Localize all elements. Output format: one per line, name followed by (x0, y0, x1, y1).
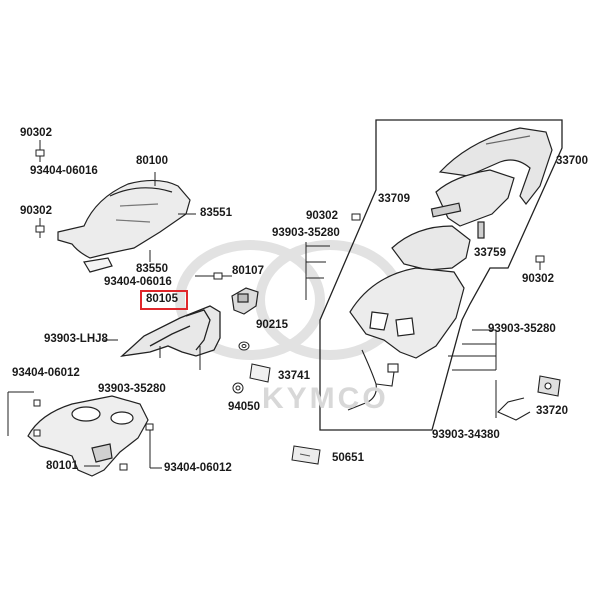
label-90302-d: 90302 (522, 273, 554, 285)
label-93404-06016-a: 93404-06016 (30, 165, 98, 177)
label-50651: 50651 (332, 452, 364, 464)
label-33700: 33700 (556, 155, 588, 167)
label-93903-34380: 93903-34380 (432, 429, 500, 441)
screw-90302-a (35, 140, 45, 162)
inner-cover-80101 (27, 395, 149, 477)
plate-33741 (249, 363, 271, 383)
highlight-80105 (140, 290, 188, 310)
label-83551: 83551 (200, 207, 232, 219)
label-93903-35280-c: 93903-35280 (98, 383, 166, 395)
label-83550: 83550 (136, 263, 168, 275)
screw-90302-c (351, 213, 361, 221)
rear-carrier-80105 (119, 305, 221, 357)
label-90302-c: 90302 (306, 210, 338, 222)
inner-panel-33759 (391, 221, 485, 271)
label-80107: 80107 (232, 265, 264, 277)
label-93404-06012-a: 93404-06012 (12, 367, 80, 379)
label-80100: 80100 (136, 155, 168, 167)
leader-80100 (149, 172, 216, 277)
screws-93903-35280-top (305, 242, 330, 300)
label-93903-35280-b: 93903-35280 (488, 323, 556, 335)
label-93903-35280-a: 93903-35280 (272, 227, 340, 239)
grommet-90215 (238, 341, 250, 351)
label-33741: 33741 (278, 370, 310, 382)
label-94050: 94050 (228, 401, 260, 413)
lower-cover (349, 267, 465, 359)
watermark-text: KYMCO (262, 382, 389, 415)
bracket-80107 (231, 287, 259, 315)
bolts-93404-06012-left (7, 391, 41, 437)
label-80101: 80101 (46, 460, 78, 472)
wire-harness (347, 349, 399, 411)
label-90215: 90215 (256, 319, 288, 331)
label-93404-06012-b: 93404-06012 (164, 462, 232, 474)
bolts-93404-06012-right (119, 423, 162, 471)
label-33759: 33759 (474, 247, 506, 259)
screws-93903-35280-right (448, 329, 497, 371)
body-cover-33700 (438, 127, 553, 205)
label-33720: 33720 (536, 405, 568, 417)
screws-93903-35280-left (159, 346, 201, 370)
rear-fender-80100 (57, 179, 191, 273)
plate-50651 (291, 445, 321, 465)
screw-90302-d (535, 255, 545, 270)
label-93903-lhj8: 93903-LHJ8 (44, 333, 108, 345)
group-frame-33700 (319, 119, 563, 431)
side-cover-33709 (430, 169, 515, 227)
nut-94050 (232, 382, 244, 394)
label-93404-06016-b: 93404-06016 (104, 276, 172, 288)
label-90302-a: 90302 (20, 127, 52, 139)
bolt-93404-06016 (213, 272, 232, 280)
label-90302-b: 90302 (20, 205, 52, 217)
label-80105: 80105 (146, 293, 178, 305)
screw-90302-b (35, 218, 45, 238)
tail-light-33720 (497, 375, 561, 421)
label-33709: 33709 (378, 193, 410, 205)
